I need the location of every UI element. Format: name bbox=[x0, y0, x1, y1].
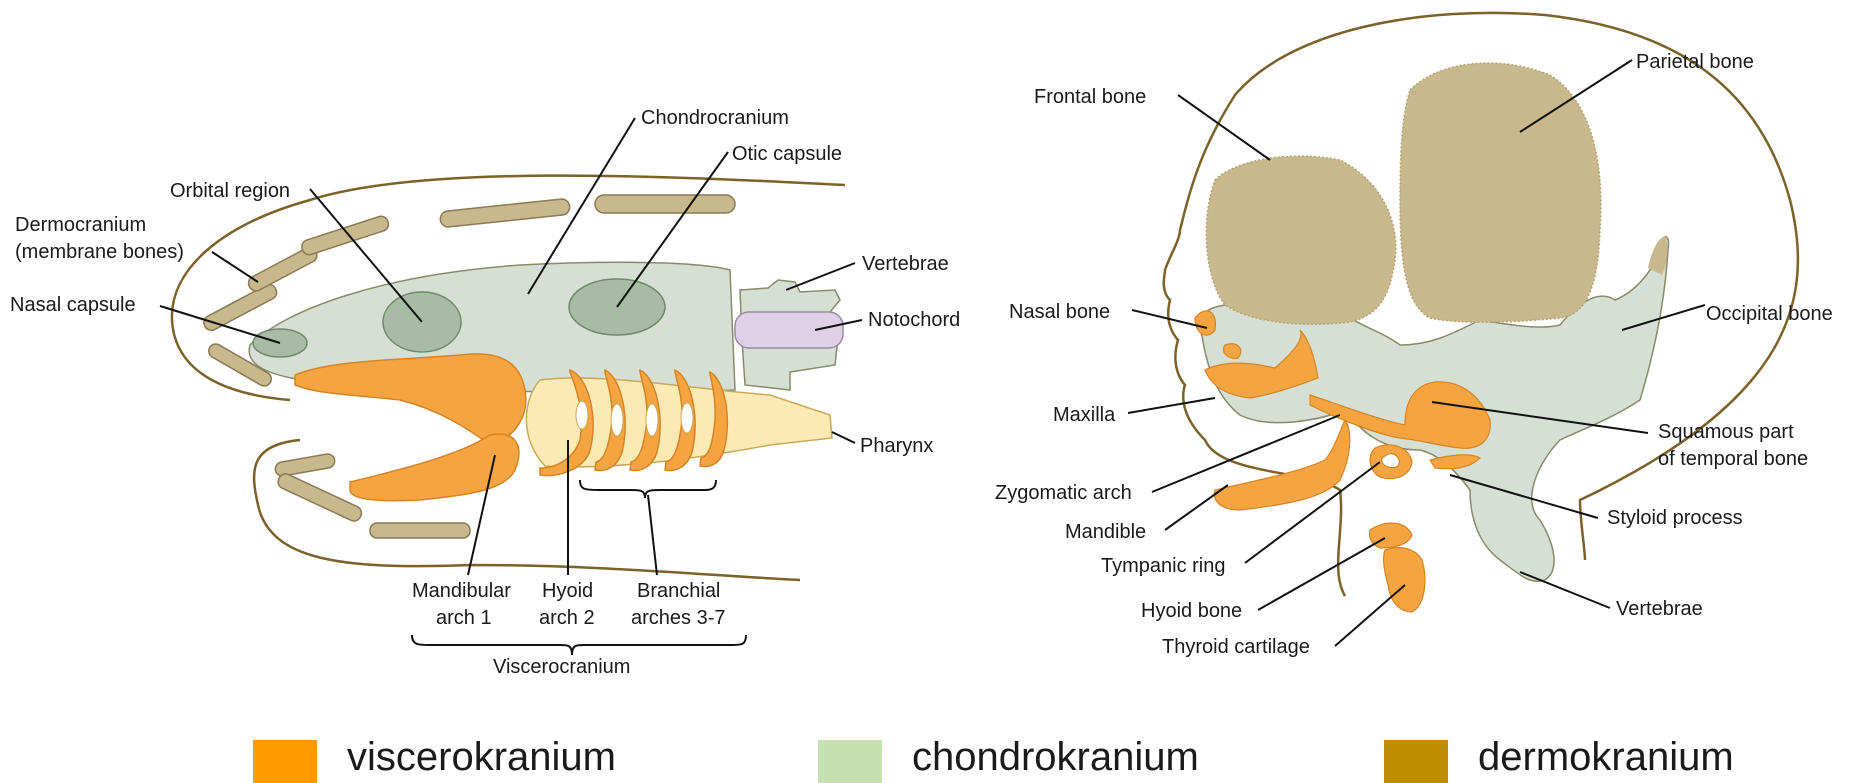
label-nasal-capsule: Nasal capsule bbox=[10, 294, 136, 316]
label-vertebrae-left: Vertebrae bbox=[862, 253, 949, 275]
label-arches-3-7: arches 3-7 bbox=[631, 607, 726, 629]
label-zygomatic-arch: Zygomatic arch bbox=[995, 482, 1132, 504]
label-thyroid-cartilage: Thyroid cartilage bbox=[1162, 636, 1310, 658]
frontal-bone bbox=[1206, 156, 1395, 324]
label-mandibular: Mandibular bbox=[412, 580, 511, 602]
right-fetal-skull bbox=[1128, 13, 1798, 646]
label-dermocranium: Dermocranium bbox=[15, 214, 146, 236]
label-vertebrae-right: Vertebrae bbox=[1616, 598, 1703, 620]
label-parietal-bone: Parietal bone bbox=[1636, 51, 1754, 73]
label-squamous-part: Squamous part bbox=[1658, 421, 1794, 443]
legend-label-viscerokranium: viscerokranium bbox=[347, 735, 616, 779]
mandibular-arch-upper bbox=[295, 354, 526, 445]
legend-label-chondrokranium: chondrokranium bbox=[912, 735, 1199, 779]
label-arch-1: arch 1 bbox=[436, 607, 492, 629]
nasal-bone-shape bbox=[1195, 311, 1215, 335]
label-occipital-bone: Occipital bone bbox=[1706, 303, 1833, 325]
label-temporal-bone: of temporal bone bbox=[1658, 448, 1808, 470]
parietal-bone bbox=[1400, 63, 1601, 322]
label-pharynx: Pharynx bbox=[860, 435, 933, 457]
label-chondrocranium: Chondrocranium bbox=[641, 107, 789, 129]
thyroid-shape bbox=[1384, 548, 1425, 612]
label-branchial: Branchial bbox=[637, 580, 720, 602]
label-notochord: Notochord bbox=[868, 309, 960, 331]
notochord bbox=[735, 312, 843, 348]
legend-label-dermokranium: dermokranium bbox=[1478, 735, 1734, 779]
legend: viscerokranium chondrokranium dermokrani… bbox=[253, 735, 1734, 783]
label-hyoid-bone: Hyoid bone bbox=[1141, 600, 1242, 622]
tympanic-ring-shape bbox=[1370, 445, 1412, 479]
label-tympanic-ring: Tympanic ring bbox=[1101, 555, 1226, 577]
legend-swatch-chondrokranium bbox=[818, 740, 882, 783]
legend-swatch-dermokranium bbox=[1384, 740, 1448, 783]
label-viscerocranium: Viscerocranium bbox=[493, 656, 630, 678]
legend-swatch-viscerokranium bbox=[253, 740, 317, 783]
label-otic-capsule: Otic capsule bbox=[732, 143, 842, 165]
label-mandible: Mandible bbox=[1065, 521, 1146, 543]
label-frontal-bone: Frontal bone bbox=[1034, 86, 1146, 108]
label-hyoid: Hyoid bbox=[542, 580, 593, 602]
label-maxilla: Maxilla bbox=[1053, 404, 1116, 426]
mandibular-arch-lower bbox=[350, 434, 519, 501]
label-nasal-bone: Nasal bone bbox=[1009, 301, 1110, 323]
label-orbital-region: Orbital region bbox=[170, 180, 290, 202]
viscerocranium-brace bbox=[412, 635, 746, 655]
label-styloid-process: Styloid process bbox=[1607, 507, 1743, 529]
label-arch-2: arch 2 bbox=[539, 607, 595, 629]
mandible-shape bbox=[1214, 420, 1349, 510]
label-membrane-bones: (membrane bones) bbox=[15, 241, 184, 263]
